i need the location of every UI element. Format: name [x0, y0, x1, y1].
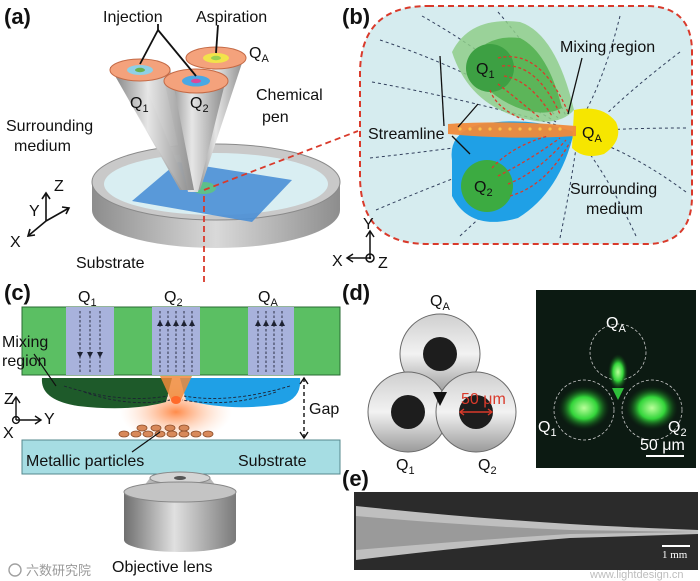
- panel-e: (e) 1 mm: [342, 466, 698, 570]
- flow-q1: [452, 21, 574, 122]
- objective-lens: [123, 471, 237, 552]
- metallic-particles: [118, 424, 214, 438]
- label-q1-d: Q1: [396, 457, 415, 477]
- label-aspiration: Aspiration: [196, 9, 267, 26]
- label-metallic-particles: Metallic particles: [26, 453, 144, 470]
- panel-c: (c) Q1 Q2 QA: [2, 280, 341, 576]
- flow-qa: [572, 108, 619, 156]
- label-q2-d: Q2: [478, 457, 497, 477]
- pointers-c: [33, 353, 161, 453]
- label-scale-sem: 50 μm: [461, 391, 506, 408]
- streamline-pointers: [439, 55, 479, 155]
- red-streamlines-q2: [491, 135, 571, 197]
- label-mixing-region-b: Mixing region: [560, 39, 655, 56]
- label-substrate-a: Substrate: [76, 255, 145, 272]
- panel-b: (b): [332, 4, 693, 272]
- flow-clouds: [41, 376, 301, 442]
- label-q2-fl: Q2: [668, 419, 687, 439]
- label-q1-c: Q1: [78, 289, 97, 309]
- zoom-connectors: [203, 130, 359, 285]
- label-medium-a: medium: [14, 138, 71, 155]
- axis-x-b: X: [332, 253, 343, 270]
- fluorescence-image: [536, 290, 696, 468]
- panel-e-letter: (e): [342, 466, 369, 491]
- label-q1-fl: Q1: [538, 419, 557, 439]
- label-pen: pen: [262, 109, 289, 126]
- channel-arrowheads: [77, 320, 285, 358]
- label-q2-a: Q2: [190, 95, 209, 115]
- label-streamline: Streamline: [368, 126, 445, 143]
- axis-z-c: Z: [4, 391, 14, 408]
- axis-z-b: Z: [378, 255, 388, 272]
- gap-arrow: [299, 376, 309, 440]
- label-q2-b: Q2: [474, 179, 493, 199]
- axes-b: [345, 229, 375, 263]
- watermark-site: www.lightdesign.cn: [589, 569, 684, 581]
- label-surrounding-a: Surrounding: [6, 118, 93, 135]
- label-medium-b: medium: [586, 201, 643, 218]
- label-gap: Gap: [309, 401, 339, 418]
- injection-pointers: [139, 24, 219, 77]
- red-streamlines-q1: [489, 56, 569, 121]
- panel-a: (a): [4, 4, 341, 272]
- pipette-core: [356, 516, 698, 550]
- axes-c: [11, 395, 43, 425]
- label-qa-d: QA: [430, 293, 450, 313]
- label-chemical: Chemical: [256, 87, 323, 104]
- watermark-text: 六数研究院: [26, 563, 91, 578]
- channel-block: [21, 306, 341, 376]
- label-scale-e: 1 mm: [662, 549, 688, 561]
- axis-y-b: Y: [363, 216, 374, 233]
- panel-b-letter: (b): [342, 4, 370, 29]
- label-mixing-c: Mixing: [2, 334, 48, 351]
- cone-tops: [109, 46, 247, 94]
- flow-q2: [451, 121, 574, 222]
- petri-dish: [91, 143, 341, 248]
- panel-c-letter: (c): [4, 280, 31, 305]
- mixing-zone: [448, 122, 576, 138]
- label-region-c: region: [2, 353, 46, 370]
- axis-z-a: Z: [54, 178, 64, 195]
- label-qa-b: QA: [582, 125, 602, 145]
- label-qa-fl: QA: [606, 315, 626, 335]
- label-scale-fl: 50 μm: [640, 437, 685, 454]
- watermark: 六数研究院 www.lightdesign.cn: [8, 563, 684, 581]
- mixing-dots: [458, 127, 562, 131]
- axis-y-c: Y: [44, 411, 55, 428]
- label-objective-lens: Objective lens: [112, 559, 213, 576]
- label-qa-c: QA: [258, 289, 278, 309]
- label-injection: Injection: [103, 9, 163, 26]
- axis-x-c: X: [3, 425, 14, 442]
- label-substrate-c: Substrate: [238, 453, 307, 470]
- label-q1-a: Q1: [130, 95, 149, 115]
- label-q1-b: Q1: [476, 61, 495, 81]
- label-surrounding-b: Surrounding: [570, 181, 657, 198]
- axes-a: [26, 191, 71, 237]
- label-qa-a: QA: [249, 45, 269, 65]
- watermark-logo-icon: [8, 563, 22, 577]
- panel-d: (d) 50 μm QA Q1 Q2: [342, 280, 696, 477]
- axis-x-a: X: [10, 234, 21, 251]
- axis-y-a: Y: [29, 203, 40, 220]
- mixing-pointer: [567, 57, 583, 115]
- flow-dashes-c: [63, 385, 291, 404]
- label-q2-c: Q2: [164, 289, 183, 309]
- panel-d-letter: (d): [342, 280, 370, 305]
- sem-tip-image: [367, 313, 517, 453]
- pipette-cones: [110, 54, 245, 192]
- substrate-slab: [21, 439, 341, 475]
- panel-a-letter: (a): [4, 4, 31, 29]
